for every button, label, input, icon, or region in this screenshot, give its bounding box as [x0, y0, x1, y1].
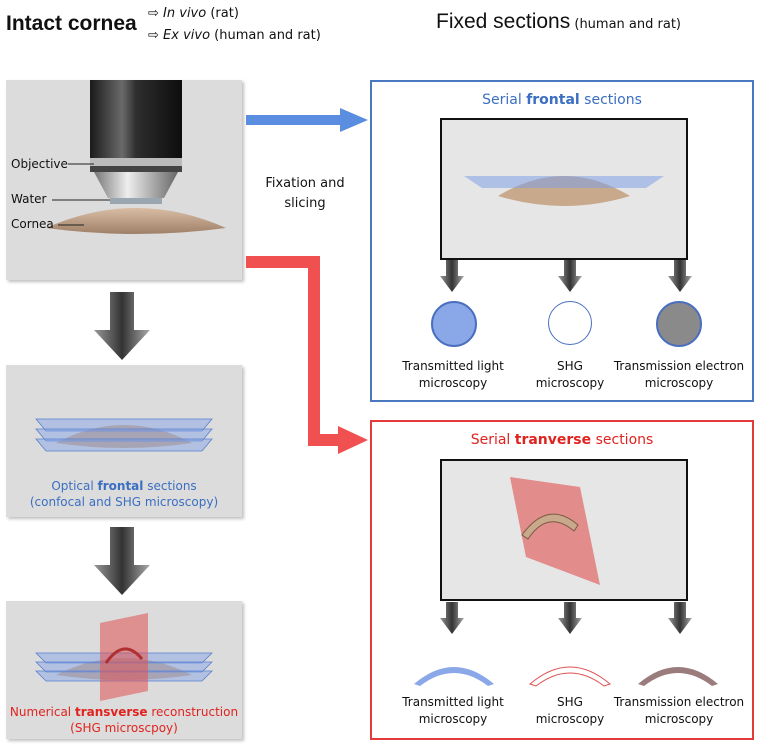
down-arrow-icon: [668, 260, 692, 292]
in-vivo-line: ⇨ In vivo (rat): [148, 6, 239, 21]
cornea-label: Cornea: [11, 217, 54, 231]
transverse-method-shg: SHG microscopy: [518, 694, 622, 728]
frontal-method-shg: SHG microscopy: [518, 358, 622, 392]
method-line1: SHG: [557, 695, 583, 709]
fixed-sections-title: Fixed sections (human and rat): [436, 10, 681, 34]
optical-caption-post: sections: [143, 479, 197, 493]
optical-caption-bold: frontal: [97, 479, 144, 493]
ex-vivo-line: ⇨ Ex vivo (human and rat): [148, 28, 321, 43]
down-arrow-icon: [668, 602, 692, 634]
blue-arrow: [246, 108, 368, 132]
optical-caption-line1: Optical frontal sections: [6, 478, 242, 494]
serial-transverse-title: Serial tranverse sections: [370, 432, 754, 448]
method-line1: Transmission electron: [613, 695, 745, 709]
transverse-method-tem: Transmission electron microscopy: [606, 694, 752, 728]
serial-frontal-title: Serial frontal sections: [370, 92, 754, 108]
ex-vivo-label: Ex vivo: [163, 28, 211, 43]
down-arrow-icon: [440, 602, 464, 634]
transverse-title-post: sections: [591, 432, 654, 448]
method-line2: microscopy: [535, 712, 605, 726]
red-arrow: [246, 256, 368, 454]
fixed-sections-label: Fixed sections: [436, 10, 571, 33]
method-line1: Transmission electron: [613, 359, 745, 373]
optical-caption-line2: (confocal and SHG microscopy): [29, 495, 219, 509]
intact-cornea-title: Intact cornea: [6, 12, 137, 35]
in-vivo-label: In vivo: [163, 6, 207, 21]
tem-arc: [638, 667, 718, 686]
hollow-arrow-icon: ⇨: [148, 28, 159, 43]
numerical-reconstruction-illustration: [35, 613, 213, 701]
water-label: Water: [11, 192, 47, 206]
numerical-caption-pre: Numerical: [9, 705, 75, 719]
down-arrow-icon: [94, 527, 150, 595]
transverse-title-pre: Serial: [470, 432, 515, 448]
transmitted-light-arc: [414, 667, 494, 686]
numerical-caption-bold: transverse: [74, 705, 148, 719]
down-arrow-icon: [558, 260, 582, 292]
frontal-method-transmitted: Transmitted light microscopy: [395, 358, 511, 392]
method-line1: Transmitted light: [402, 359, 504, 373]
method-line2: microscopy: [644, 712, 714, 726]
method-line2: microscopy: [418, 712, 488, 726]
method-line1: Transmitted light: [402, 695, 504, 709]
fixed-sections-species: (human and rat): [570, 17, 681, 32]
transmitted-light-circle: [431, 301, 477, 347]
ex-vivo-species: (human and rat): [210, 28, 321, 43]
frontal-title-pre: Serial: [482, 92, 527, 108]
objective-illustration: [46, 80, 226, 234]
transverse-title-bold: tranverse: [514, 432, 592, 448]
transverse-section-illustration: [510, 477, 600, 585]
hollow-arrow-icon: ⇨: [148, 6, 159, 21]
fixation-slicing-label: Fixation and slicing: [255, 174, 355, 214]
down-arrow-icon: [440, 260, 464, 292]
method-line2: microscopy: [644, 376, 714, 390]
objective-label: Objective: [11, 157, 68, 171]
optical-caption-pre: Optical: [51, 479, 98, 493]
method-line2: microscopy: [535, 376, 605, 390]
method-line1: SHG: [557, 359, 583, 373]
optical-stack-illustration: [35, 418, 213, 452]
numerical-caption-line2: (SHG microscpoy): [70, 721, 178, 735]
optical-frontal-caption: Optical frontal sections (confocal and S…: [6, 478, 242, 510]
fixation-line2: slicing: [284, 196, 326, 211]
down-arrow-icon: [94, 292, 150, 360]
method-line2: microscopy: [418, 376, 488, 390]
fixation-line1: Fixation and: [265, 176, 345, 191]
frontal-title-post: sections: [579, 92, 642, 108]
shg-circle: [548, 301, 592, 345]
in-vivo-species: (rat): [206, 6, 239, 21]
shg-arc: [528, 666, 612, 687]
down-arrow-icon: [558, 602, 582, 634]
numerical-caption-line1: Numerical transverse reconstruction: [6, 704, 242, 720]
tem-circle: [656, 301, 702, 347]
frontal-section-illustration: [464, 176, 664, 206]
frontal-method-tem: Transmission electron microscopy: [606, 358, 752, 392]
frontal-title-bold: frontal: [526, 92, 580, 108]
numerical-transverse-caption: Numerical transverse reconstruction (SHG…: [6, 704, 242, 736]
transverse-method-transmitted: Transmitted light microscopy: [395, 694, 511, 728]
numerical-caption-post: reconstruction: [147, 705, 239, 719]
